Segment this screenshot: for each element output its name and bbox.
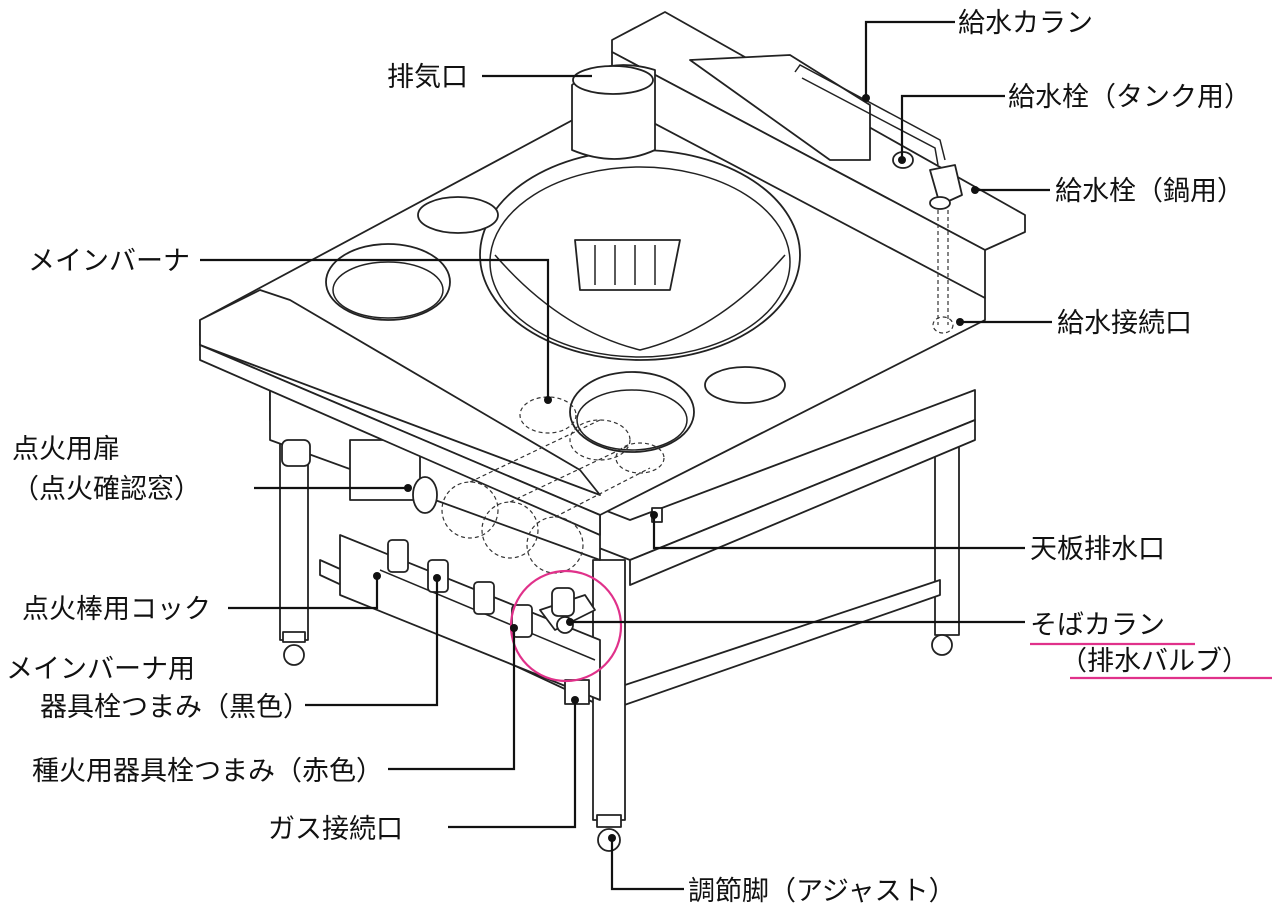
label-pilot-knob: 種火用器具栓つまみ（赤色） <box>32 756 383 787</box>
label-exhaust: 排気口 <box>387 62 468 93</box>
label-main-knob-2: 器具栓つまみ（黒色） <box>40 692 310 723</box>
label-igniter-cock: 点火棒用コック <box>22 594 211 625</box>
label-top-drain: 天板排水口 <box>1030 534 1165 565</box>
leader-lines <box>200 20 1052 891</box>
label-adjust-foot: 調節脚（アジャスト） <box>688 876 956 907</box>
label-water-inlet: 給水接続口 <box>1057 308 1192 339</box>
label-gas-inlet: ガス接続口 <box>268 814 403 845</box>
callout-labels: 排気口 給水カラン 給水栓（タンク用） 給水栓（鍋用） メインバーナ 給水接続口… <box>6 8 1251 907</box>
label-water-faucet: 給水カラン <box>958 8 1093 39</box>
label-main-knob-1: メインバーナ用 <box>6 654 195 685</box>
label-pot-valve: 給水栓（鍋用） <box>1055 176 1244 207</box>
label-ignition-door-1: 点火用扉 <box>12 434 120 465</box>
label-tank-valve: 給水栓（タンク用） <box>1008 82 1251 113</box>
label-soba-faucet-1: そばカラン <box>1030 610 1165 641</box>
label-ignition-door-2: （点火確認窓） <box>12 474 201 505</box>
machine-illustration <box>199 11 1026 852</box>
label-main-burner: メインバーナ <box>28 246 190 277</box>
label-soba-faucet-2: （排水バルブ） <box>1060 646 1249 677</box>
